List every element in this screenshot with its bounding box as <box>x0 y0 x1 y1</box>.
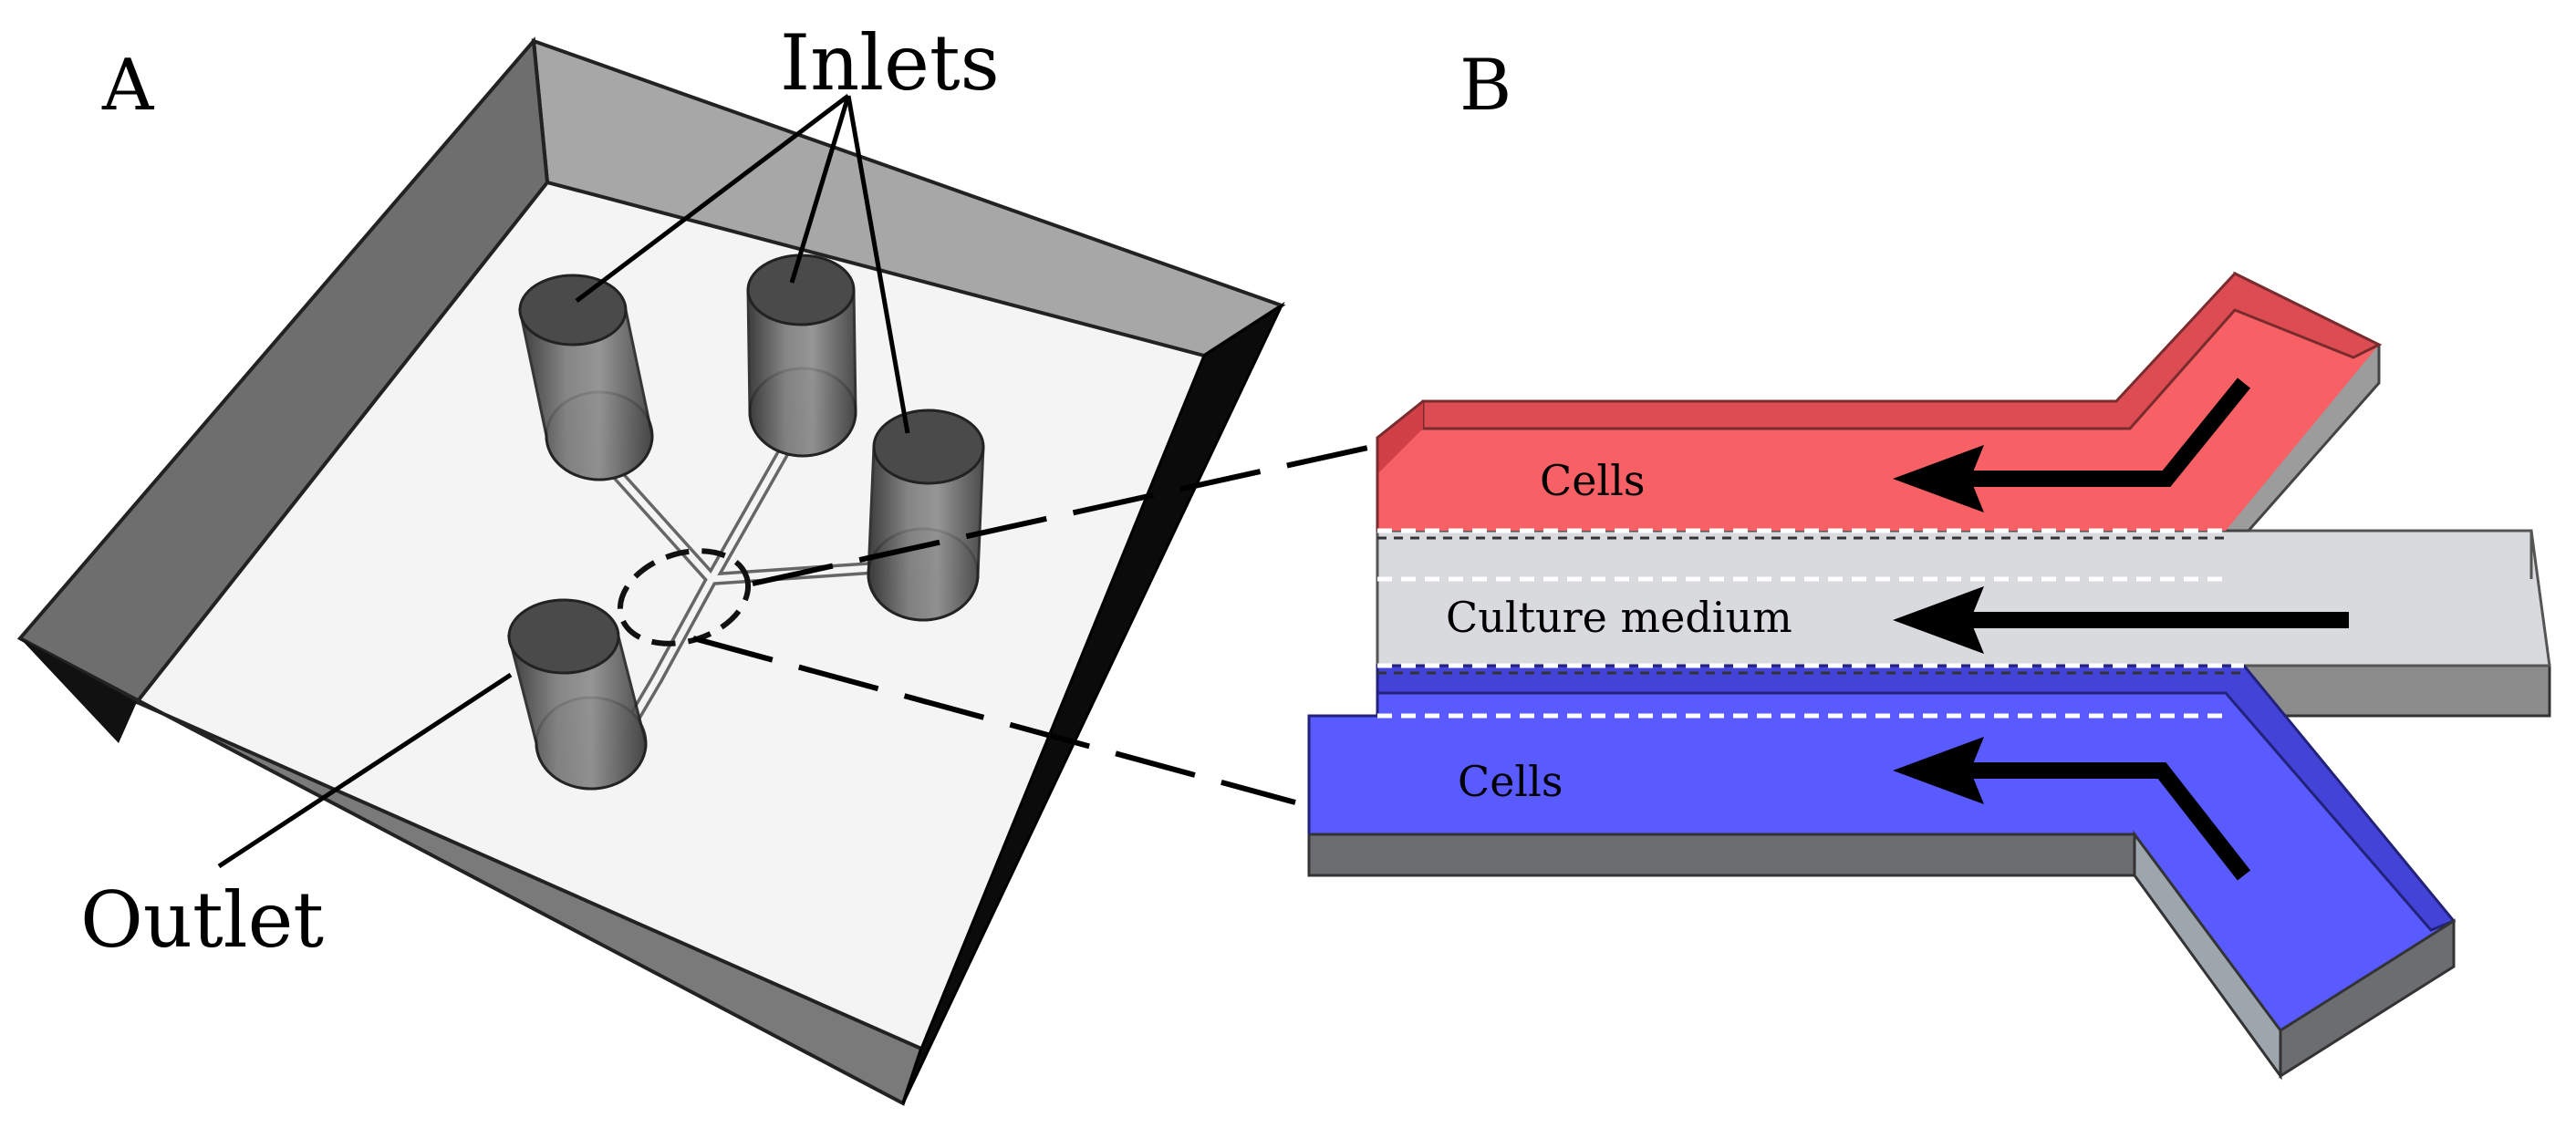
middle-channel-label: Culture medium <box>1446 593 1792 642</box>
outlet-label: Outlet <box>80 875 324 965</box>
flow-arrow-icon <box>1893 586 2349 654</box>
inlet-reservoir-2 <box>746 253 857 458</box>
chip-corner-shadow <box>20 638 137 743</box>
bottom-channel-front-side <box>1307 833 2136 877</box>
flow-arrow-icon <box>1893 737 2251 881</box>
chip-floor <box>137 182 1204 1049</box>
inlet-reservoir-1 <box>518 274 654 481</box>
channel-separators <box>1377 528 2244 719</box>
inlets-leader-lines <box>575 94 910 434</box>
bottom-channel-end-side <box>2279 918 2456 1079</box>
bottom-channel-label: Cells <box>1458 757 1563 806</box>
chip-right-wall <box>901 301 1285 1104</box>
panel-a-letter: A <box>101 45 155 127</box>
bottom-channel-floor <box>1309 666 2454 1030</box>
outlet-leader-line <box>217 672 513 869</box>
top-channel-back-wall <box>1421 272 2383 430</box>
panel-b: Cells Culture medium Cells B <box>1307 45 2551 1081</box>
top-channel-label: Cells <box>1540 456 1645 505</box>
panel-a: A Inlets Outlet <box>16 18 1286 1106</box>
flow-arrow-icon <box>1893 378 2250 512</box>
inlet-reservoir-3 <box>867 409 985 622</box>
outlet-reservoir <box>507 598 648 791</box>
panel-b-letter: B <box>1459 45 1511 127</box>
inlets-label: Inlets <box>780 18 1000 108</box>
top-channel-left-wall <box>1377 401 1423 474</box>
